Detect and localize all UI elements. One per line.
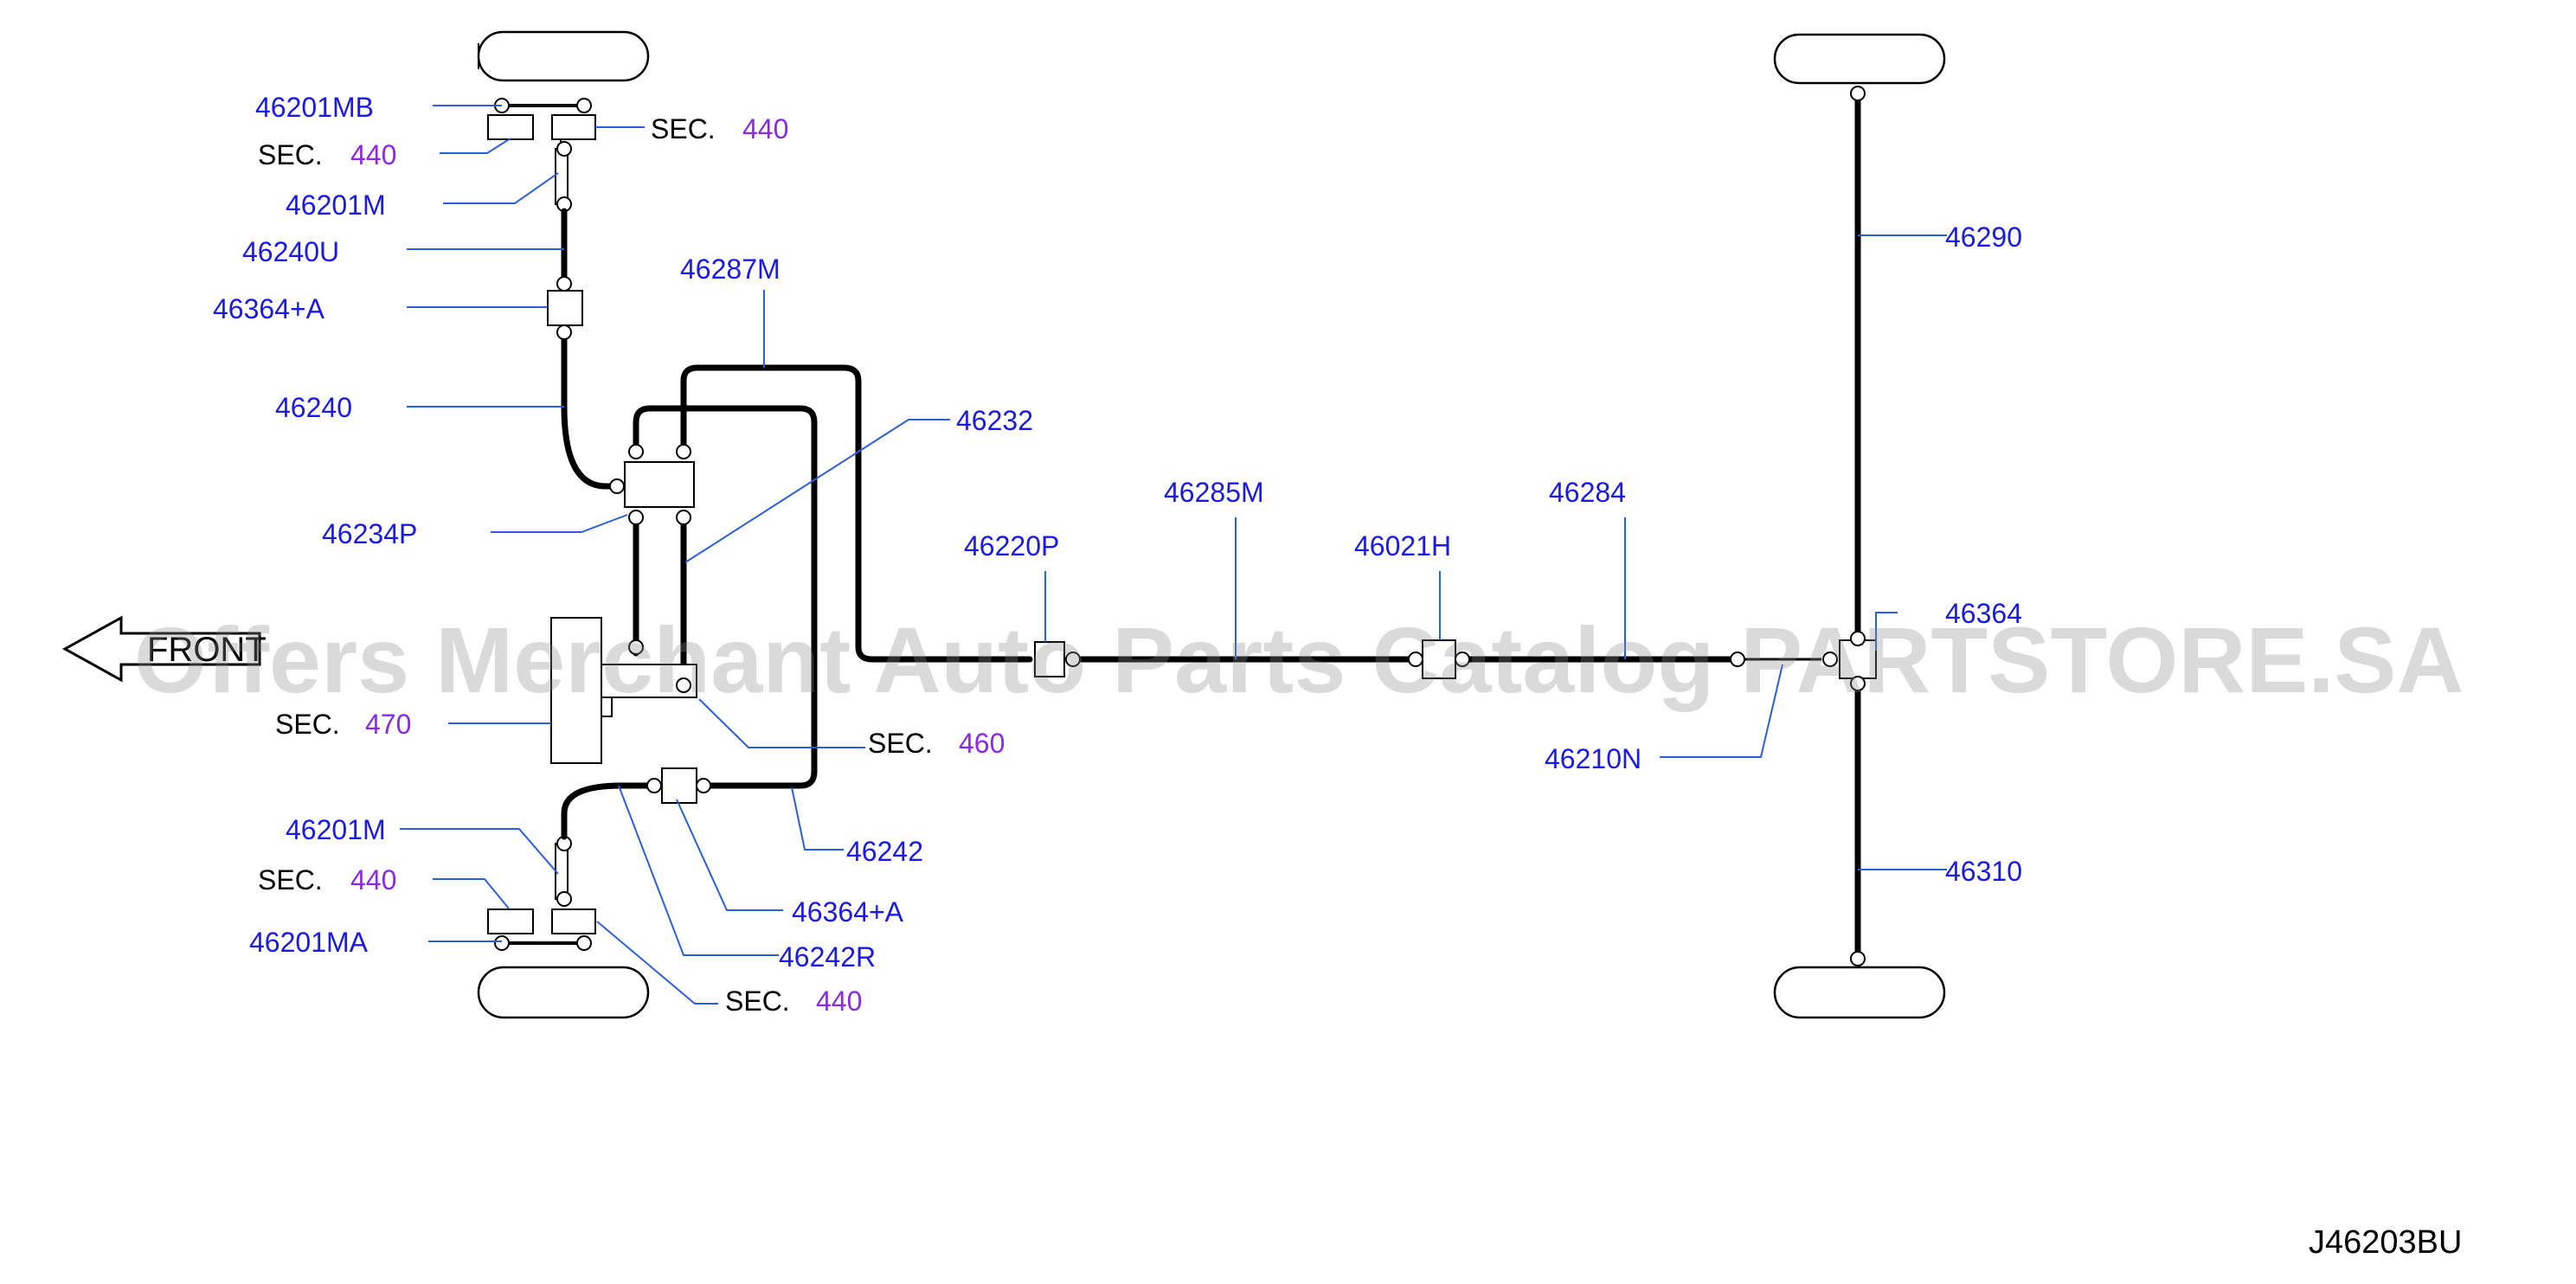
rear-right-tire xyxy=(1773,966,1946,1019)
part-label-46021H[interactable]: 46021H xyxy=(1354,530,1451,562)
front-left-tire xyxy=(477,30,650,82)
junction-block-bottom xyxy=(646,767,711,804)
section-word: SEC. xyxy=(651,113,716,144)
section-ref-470[interactable]: SEC. 470 xyxy=(275,709,411,740)
front-arrow: FRONT xyxy=(61,615,267,683)
section-word: SEC. xyxy=(725,985,790,1017)
section-ref-bottom-left[interactable]: SEC. 440 xyxy=(258,864,396,896)
section-ref-top-right[interactable]: SEC. 440 xyxy=(651,113,788,144)
section-number: 440 xyxy=(816,985,862,1017)
part-label-46364[interactable]: 46364 xyxy=(1945,598,2022,629)
front-right-tire xyxy=(477,966,650,1019)
part-label-46364A-top[interactable]: 46364+A xyxy=(213,293,325,324)
part-label-46201M-top[interactable]: 46201M xyxy=(286,189,386,221)
front-bottom-caliper-assembly xyxy=(487,836,596,951)
rear-left-tire xyxy=(1773,33,1946,85)
part-label-46201M-bottom[interactable]: 46201M xyxy=(286,814,386,845)
part-label-46240[interactable]: 46240 xyxy=(275,392,352,423)
part-label-46201MA[interactable]: 46201MA xyxy=(249,927,369,958)
section-number: 470 xyxy=(365,709,411,740)
section-number: 460 xyxy=(959,728,1005,759)
front-top-caliper-assembly xyxy=(487,98,596,212)
junction-block-top xyxy=(547,276,583,340)
part-label-46364A-bottom[interactable]: 46364+A xyxy=(792,896,904,928)
diagram-code: J46203BU xyxy=(2309,1224,2462,1261)
part-label-46284[interactable]: 46284 xyxy=(1549,477,1626,508)
part-label-46234P[interactable]: 46234P xyxy=(322,518,417,549)
section-number: 440 xyxy=(350,139,396,170)
section-ref-460[interactable]: SEC. 460 xyxy=(868,728,1005,759)
part-label-46220P[interactable]: 46220P xyxy=(964,530,1059,562)
section-number: 440 xyxy=(742,113,788,144)
leader-lines xyxy=(400,105,1947,1005)
connector-46021H xyxy=(1408,639,1470,679)
proportioning-valve xyxy=(609,444,695,525)
part-label-46287M[interactable]: 46287M xyxy=(680,254,781,285)
section-ref-bottom-right[interactable]: SEC. 440 xyxy=(725,985,862,1017)
part-label-46242[interactable]: 46242 xyxy=(846,836,923,867)
part-label-46285M[interactable]: 46285M xyxy=(1164,477,1264,508)
section-number: 440 xyxy=(350,864,396,896)
part-label-46242R[interactable]: 46242R xyxy=(779,941,876,973)
section-word: SEC. xyxy=(868,728,933,759)
brake-pipes xyxy=(561,90,1861,962)
front-label: FRONT xyxy=(147,631,267,669)
part-label-46240U[interactable]: 46240U xyxy=(242,236,339,267)
section-word: SEC. xyxy=(258,139,323,170)
section-ref-top-left[interactable]: SEC. 440 xyxy=(258,139,396,170)
part-label-46210N[interactable]: 46210N xyxy=(1545,743,1641,774)
rear-three-way-connector xyxy=(1730,86,1877,966)
connector-46220P xyxy=(1034,641,1081,677)
part-label-46290[interactable]: 46290 xyxy=(1945,221,2022,253)
part-label-46232[interactable]: 46232 xyxy=(956,405,1033,436)
section-word: SEC. xyxy=(275,709,340,740)
part-label-46201MB[interactable]: 46201MB xyxy=(255,92,374,123)
part-label-46310[interactable]: 46310 xyxy=(1945,856,2022,887)
section-word: SEC. xyxy=(258,864,323,896)
watermark: Offers Merchant Auto Parts Catalog PARTS… xyxy=(134,607,2464,712)
master-cylinder xyxy=(550,617,697,764)
